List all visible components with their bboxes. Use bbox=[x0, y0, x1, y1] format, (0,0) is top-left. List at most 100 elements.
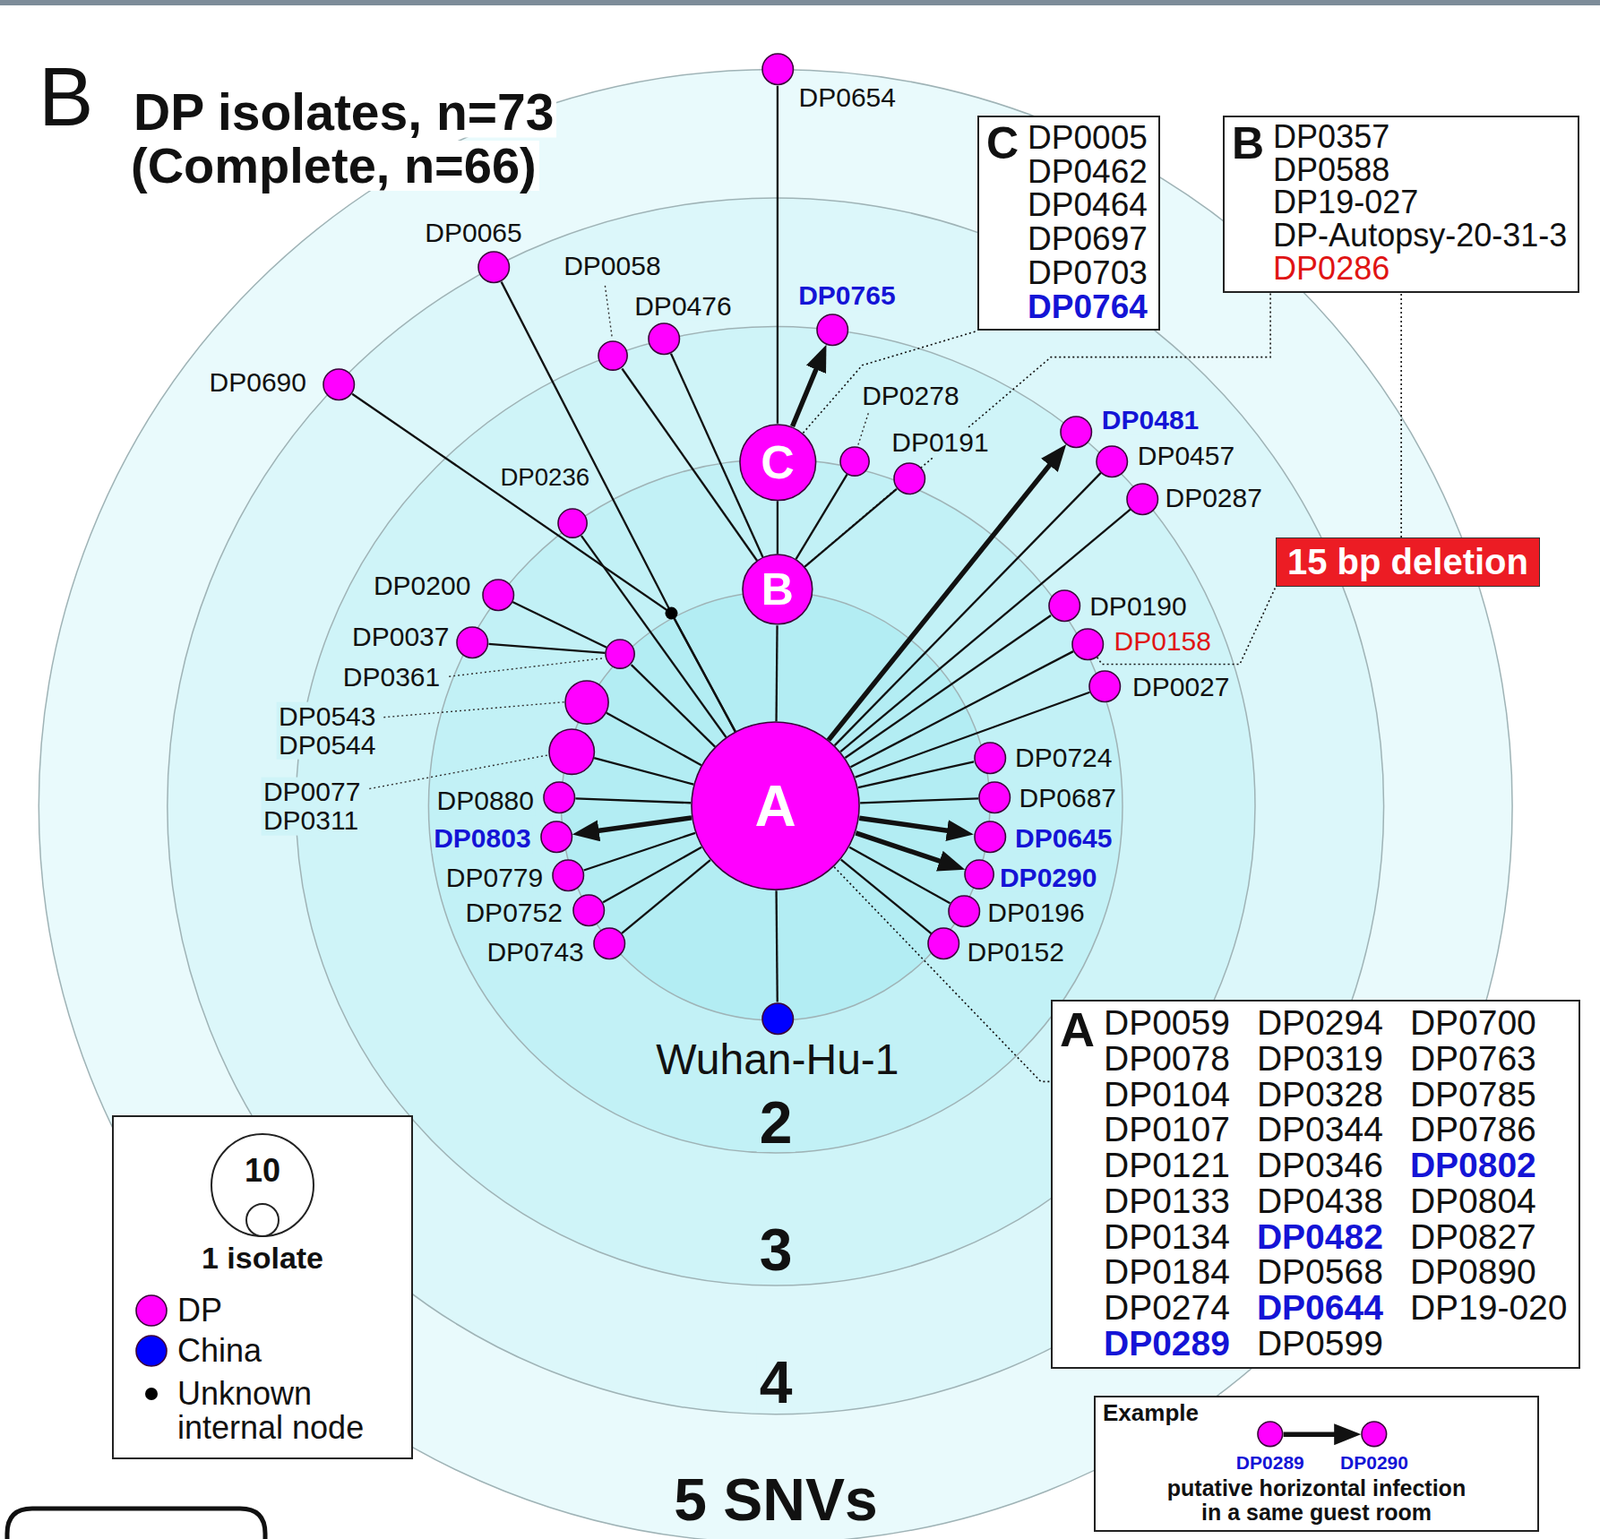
legend-text: Unknown internal node bbox=[177, 1376, 402, 1446]
isolate-label: DP0158 bbox=[1112, 627, 1213, 656]
leader-line bbox=[448, 658, 604, 678]
isolate-column: DP0059DP0078DP0104DP0107DP0121DP0133DP01… bbox=[1103, 1005, 1568, 1362]
tree-branch bbox=[849, 847, 950, 904]
circle-fill bbox=[762, 1003, 793, 1034]
isolate-circle: DP0065 bbox=[477, 250, 510, 284]
label-holder: B bbox=[35, 55, 96, 138]
tree-branch bbox=[858, 761, 974, 788]
leader-line bbox=[369, 755, 548, 790]
isolate-circle: DP0743 bbox=[593, 927, 626, 960]
circle-fill bbox=[648, 323, 680, 354]
isolate-id: DP0121 bbox=[1103, 1147, 1231, 1184]
circle-shape bbox=[761, 1002, 794, 1035]
isolate-id: DP0890 bbox=[1410, 1254, 1568, 1291]
isolate-id: DP0697 bbox=[1027, 222, 1148, 257]
isolate-id: DP0464 bbox=[1027, 188, 1148, 223]
isolate-circle: DP0654 bbox=[761, 52, 794, 86]
isolate-id: DP0357 bbox=[1273, 120, 1567, 155]
circle-fill bbox=[742, 554, 813, 625]
isolate-id: DP0700 bbox=[1410, 1005, 1568, 1041]
circle-shape bbox=[593, 927, 626, 960]
isolate-id: DP0274 bbox=[1103, 1290, 1231, 1326]
isolate-label: DP0287 bbox=[1162, 483, 1264, 513]
isolate-id: DP0059 bbox=[1103, 1005, 1231, 1041]
circle-shape bbox=[1126, 482, 1159, 516]
tree-branch bbox=[841, 860, 932, 934]
circle-shape bbox=[893, 462, 926, 495]
isolate-label: DP0037 bbox=[350, 622, 451, 652]
label-holder: DP0236 bbox=[498, 464, 592, 491]
label-holder: DP0077 DP0311 bbox=[261, 776, 362, 835]
circle-shape bbox=[564, 679, 610, 725]
isolate-id: DP0005 bbox=[1027, 120, 1148, 155]
isolate-id: DP0785 bbox=[1410, 1076, 1568, 1113]
cluster-letter: A bbox=[755, 777, 797, 835]
isolate-circle: DP0027 bbox=[1088, 670, 1121, 703]
isolate-circle: DP0077 DP0311 bbox=[548, 728, 595, 775]
isolate-circle: DP0690 bbox=[322, 368, 355, 401]
label-holder: DP0803 bbox=[431, 824, 533, 853]
cluster-heading: C bbox=[986, 120, 1019, 166]
isolate-id: DP0763 bbox=[1410, 1040, 1568, 1077]
label-holder: DP0190 bbox=[1087, 591, 1188, 620]
circle-fill bbox=[323, 369, 354, 400]
isolate-circle: DP0200 bbox=[481, 578, 515, 611]
example-heading: Example bbox=[1102, 1400, 1531, 1427]
isolate-label: DP0803 bbox=[431, 824, 533, 853]
circle-fill bbox=[541, 821, 572, 852]
isolate-id: DP0802 bbox=[1410, 1147, 1568, 1184]
circle-shape bbox=[816, 313, 849, 346]
circle-shape bbox=[322, 368, 355, 401]
circle-fill bbox=[549, 729, 594, 775]
circle-shape bbox=[1059, 415, 1093, 448]
label-holder: DP0476 bbox=[632, 292, 733, 321]
circle-shape bbox=[1095, 445, 1128, 478]
isolate-id: DP0482 bbox=[1256, 1219, 1384, 1256]
legend-text: DP bbox=[177, 1293, 223, 1328]
circle-fill bbox=[573, 894, 604, 926]
leader-connector bbox=[804, 292, 1271, 568]
legend-swatch-holder bbox=[133, 1333, 170, 1369]
isolate-id: DP0346 bbox=[1256, 1147, 1384, 1184]
isolate-id: DP0078 bbox=[1103, 1040, 1231, 1077]
isolate-circle: DP0752 bbox=[572, 894, 605, 927]
isolate-label: DP0058 bbox=[561, 251, 663, 281]
circle-fill bbox=[543, 782, 575, 813]
isolate-list-box: CDP0005DP0462DP0464DP0697DP0703DP0764 bbox=[977, 115, 1161, 331]
figure-title: DP isolates, n=73 bbox=[130, 86, 557, 138]
isolate-label: DP0361 bbox=[341, 662, 442, 692]
isolate-label: DP0196 bbox=[985, 898, 1086, 928]
leader-connector bbox=[1400, 292, 1403, 538]
isolate-circle: DP0058 bbox=[597, 340, 628, 371]
isolate-column: DP0005DP0462DP0464DP0697DP0703DP0764 bbox=[1027, 120, 1148, 324]
tree-branch bbox=[860, 798, 979, 803]
circle-fill bbox=[478, 251, 509, 283]
circle-shape bbox=[947, 894, 981, 928]
label-holder: DP0779 bbox=[444, 862, 545, 892]
circle-fill bbox=[979, 782, 1010, 813]
isolate-label: DP0765 bbox=[796, 281, 897, 310]
tree-branch bbox=[621, 368, 757, 560]
isolate-label: DP0200 bbox=[371, 571, 473, 601]
legend-text: China bbox=[177, 1333, 262, 1368]
isolate-circle: DP0476 bbox=[647, 322, 680, 355]
leader-line bbox=[383, 702, 565, 718]
circle-shape bbox=[548, 728, 595, 775]
isolate-id: DP0703 bbox=[1027, 256, 1148, 291]
label-holder: DP0287 bbox=[1162, 483, 1264, 513]
tree-branch bbox=[512, 602, 607, 648]
circle-fill bbox=[894, 463, 925, 494]
circle-shape bbox=[604, 638, 636, 670]
tree-branch bbox=[834, 473, 1102, 746]
circle-shape bbox=[557, 507, 588, 539]
isolate-id: DP0133 bbox=[1103, 1183, 1231, 1220]
circle-shape bbox=[839, 446, 870, 477]
circle-fill bbox=[552, 860, 584, 891]
label-holder: DP0361 bbox=[341, 662, 442, 692]
isolate-label: DP0191 bbox=[889, 428, 990, 457]
example-ground bbox=[1093, 1395, 1540, 1532]
isolate-id: DP0786 bbox=[1410, 1111, 1568, 1148]
isolate-id: DP0184 bbox=[1103, 1254, 1231, 1291]
tree-branch bbox=[776, 890, 778, 1002]
